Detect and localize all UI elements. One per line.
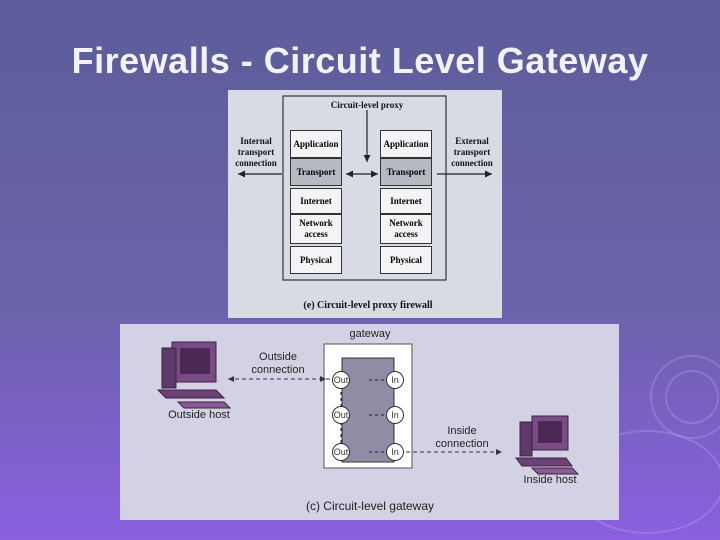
outside-connection-label: Outside connection bbox=[251, 351, 305, 376]
gateway-diagram-lines bbox=[156, 341, 580, 475]
gateway-inner bbox=[341, 357, 395, 463]
internal-connection-label: Internal transport connection bbox=[235, 136, 277, 168]
proxy-boundary bbox=[282, 95, 447, 281]
proxy-caption: (e) Circuit-level proxy firewall bbox=[303, 300, 433, 311]
port-in-1: In bbox=[386, 371, 404, 389]
right-layer-application: Application bbox=[380, 130, 432, 158]
right-layer-transport: Transport bbox=[380, 158, 432, 186]
circuit-level-proxy-diagram: Circuit-level proxy Internal transport c… bbox=[228, 90, 502, 318]
proxy-diagram-lines bbox=[238, 95, 492, 281]
circuit-level-gateway-diagram: gateway Out Out Out In In In Outside con… bbox=[120, 324, 619, 520]
ripple-decoration bbox=[650, 355, 720, 439]
gateway-label: gateway bbox=[349, 328, 391, 340]
left-layer-internet: Internet bbox=[290, 188, 342, 214]
external-connection-label: External transport connection bbox=[451, 136, 493, 168]
right-layer-internet: Internet bbox=[380, 188, 432, 214]
outside-host-label: Outside host bbox=[168, 409, 230, 421]
port-in-2: In bbox=[386, 406, 404, 424]
proxy-label: Circuit-level proxy bbox=[330, 100, 404, 110]
left-layer-physical: Physical bbox=[290, 246, 342, 274]
left-layer-transport: Transport bbox=[290, 158, 342, 186]
right-layer-network-access: Network access bbox=[380, 214, 432, 244]
port-out-1: Out bbox=[332, 371, 350, 389]
port-out-2: Out bbox=[332, 406, 350, 424]
slide-title: Firewalls - Circuit Level Gateway bbox=[71, 40, 649, 81]
inside-host-computer-icon bbox=[515, 415, 580, 475]
inside-host-label: Inside host bbox=[523, 474, 577, 486]
left-layer-network-access: Network access bbox=[290, 214, 342, 244]
left-layer-application: Application bbox=[290, 130, 342, 158]
right-layer-physical: Physical bbox=[380, 246, 432, 274]
port-out-3: Out bbox=[332, 443, 350, 461]
port-in-3: In bbox=[386, 443, 404, 461]
inside-connection-label: Inside connection bbox=[435, 425, 489, 450]
gateway-caption: (c) Circuit-level gateway bbox=[305, 499, 435, 513]
outside-host-computer-icon bbox=[156, 341, 232, 409]
